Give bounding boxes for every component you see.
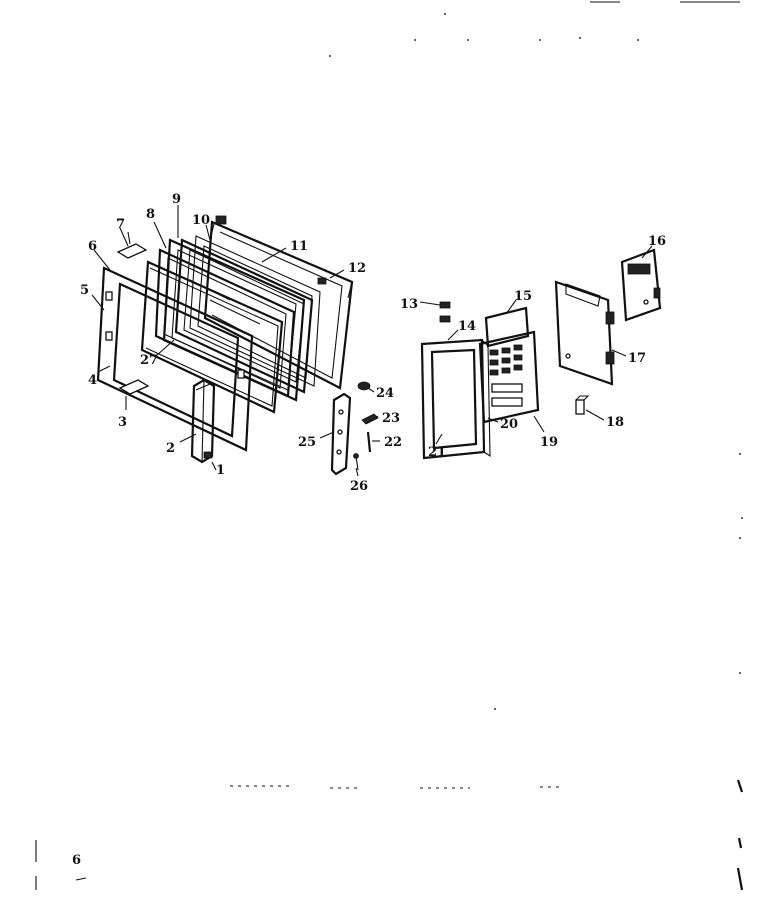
part-26-screw <box>353 453 359 471</box>
callout-23: 23 <box>382 411 400 426</box>
part-3-hinge <box>118 379 150 410</box>
keypad-buttons <box>489 344 523 407</box>
part-19-keypad <box>478 330 540 424</box>
control-assembly <box>420 248 662 460</box>
part-2-handle <box>190 378 216 464</box>
callout-7: 7 <box>116 217 125 232</box>
part-15-membrane <box>484 306 530 348</box>
scan-artifacts <box>35 1 744 891</box>
callout-9: 9 <box>172 192 181 207</box>
part-23-lever <box>361 413 379 425</box>
callout-22: 22 <box>384 435 402 450</box>
part-18-connector <box>575 395 590 415</box>
part-16-display-board <box>620 248 662 322</box>
part-12-rear-panel <box>203 215 354 390</box>
callout-18: 18 <box>606 415 624 430</box>
callout-8: 8 <box>146 207 155 222</box>
page-number: 6 <box>72 853 81 868</box>
callout-1: 1 <box>216 463 225 478</box>
latch-assembly <box>330 381 379 476</box>
part-25-bracket <box>330 392 352 476</box>
leader-lines <box>91 205 653 477</box>
callout-12: 12 <box>348 261 366 276</box>
part-24-switch <box>357 381 371 391</box>
callout-26: 26 <box>350 479 368 494</box>
callout-27: 27 <box>140 353 158 368</box>
callout-21: 21 <box>428 445 446 460</box>
part-17-control-board <box>554 280 615 386</box>
callout-14: 14 <box>458 319 476 334</box>
callout-4: 4 <box>88 373 97 388</box>
glass-sheet <box>140 260 284 414</box>
callout-13: 13 <box>400 297 418 312</box>
callout-15: 15 <box>514 289 532 304</box>
callout-20: 20 <box>500 417 518 432</box>
callout-6: 6 <box>88 239 97 254</box>
part-13-fasteners <box>439 301 451 323</box>
callout-25: 25 <box>298 435 316 450</box>
callout-11: 11 <box>290 239 308 254</box>
door-assembly <box>96 215 354 464</box>
callout-2: 2 <box>166 441 175 456</box>
callout-24: 24 <box>376 386 394 401</box>
callout-10: 10 <box>192 213 210 228</box>
part-7-hinge <box>116 231 148 259</box>
callout-19: 19 <box>540 435 558 450</box>
callout-labels: 1 2 3 4 5 6 7 8 9 10 11 12 13 14 15 16 1… <box>80 192 666 494</box>
callout-17: 17 <box>628 351 646 366</box>
callout-16: 16 <box>648 234 666 249</box>
part-22-spring <box>366 431 372 453</box>
callout-3: 3 <box>118 415 127 430</box>
part-6-door-frame <box>96 266 254 452</box>
callout-5: 5 <box>80 283 89 298</box>
